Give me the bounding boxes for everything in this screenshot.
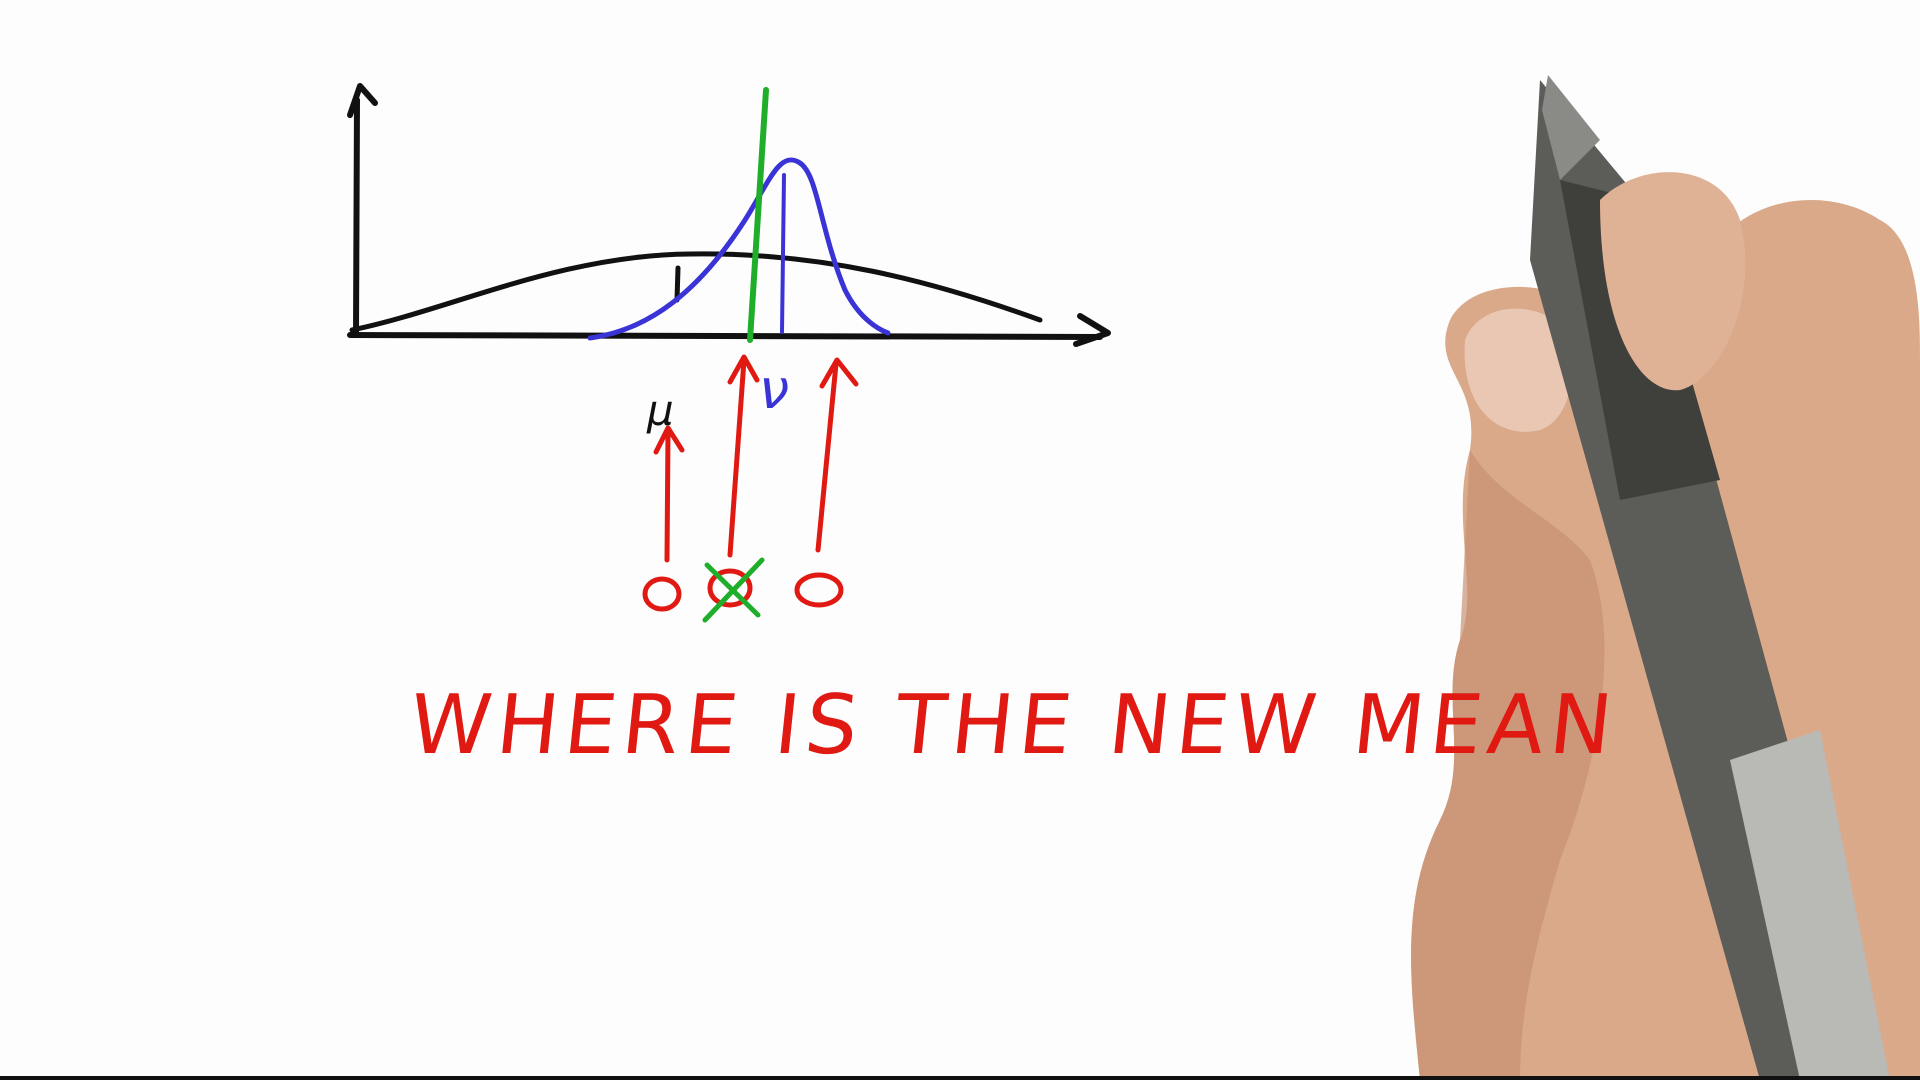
nu-label: ν [759, 358, 789, 421]
y-axis [353, 97, 360, 338]
thumbnail [1464, 308, 1572, 432]
x-axis [347, 332, 1103, 340]
arrow-left-shaft [664, 429, 671, 563]
marker-silver-band [1730, 730, 1890, 1080]
marker-tip [1542, 75, 1600, 180]
bottom-border [0, 1076, 1920, 1080]
prior-mean-tick [674, 265, 681, 303]
finger-over-marker [1600, 172, 1746, 391]
cross-mark [702, 557, 765, 623]
arrows [653, 354, 859, 563]
arrow-left-head [653, 425, 685, 455]
circle-right [794, 572, 844, 608]
y-axis-arrowhead [347, 83, 378, 118]
circle-middle [707, 568, 753, 608]
measurement-line [747, 87, 769, 343]
circles [642, 568, 844, 612]
arrow-right-shaft [815, 361, 839, 553]
arrow-right-head [819, 357, 859, 389]
circle-left [642, 576, 682, 612]
prior-curve [349, 251, 1043, 333]
posterior-curve [587, 157, 891, 341]
axes [347, 83, 1111, 347]
arrow-middle-shaft [727, 357, 747, 558]
hand-shadow [1411, 450, 1605, 1080]
hand-holding-marker-icon [1411, 75, 1920, 1080]
arrow-middle-head [727, 354, 760, 385]
question-text: WHERE IS THE NEW MEAN [405, 678, 1623, 773]
posterior-mean-line [780, 173, 786, 334]
x-axis-arrowhead [1073, 313, 1111, 347]
